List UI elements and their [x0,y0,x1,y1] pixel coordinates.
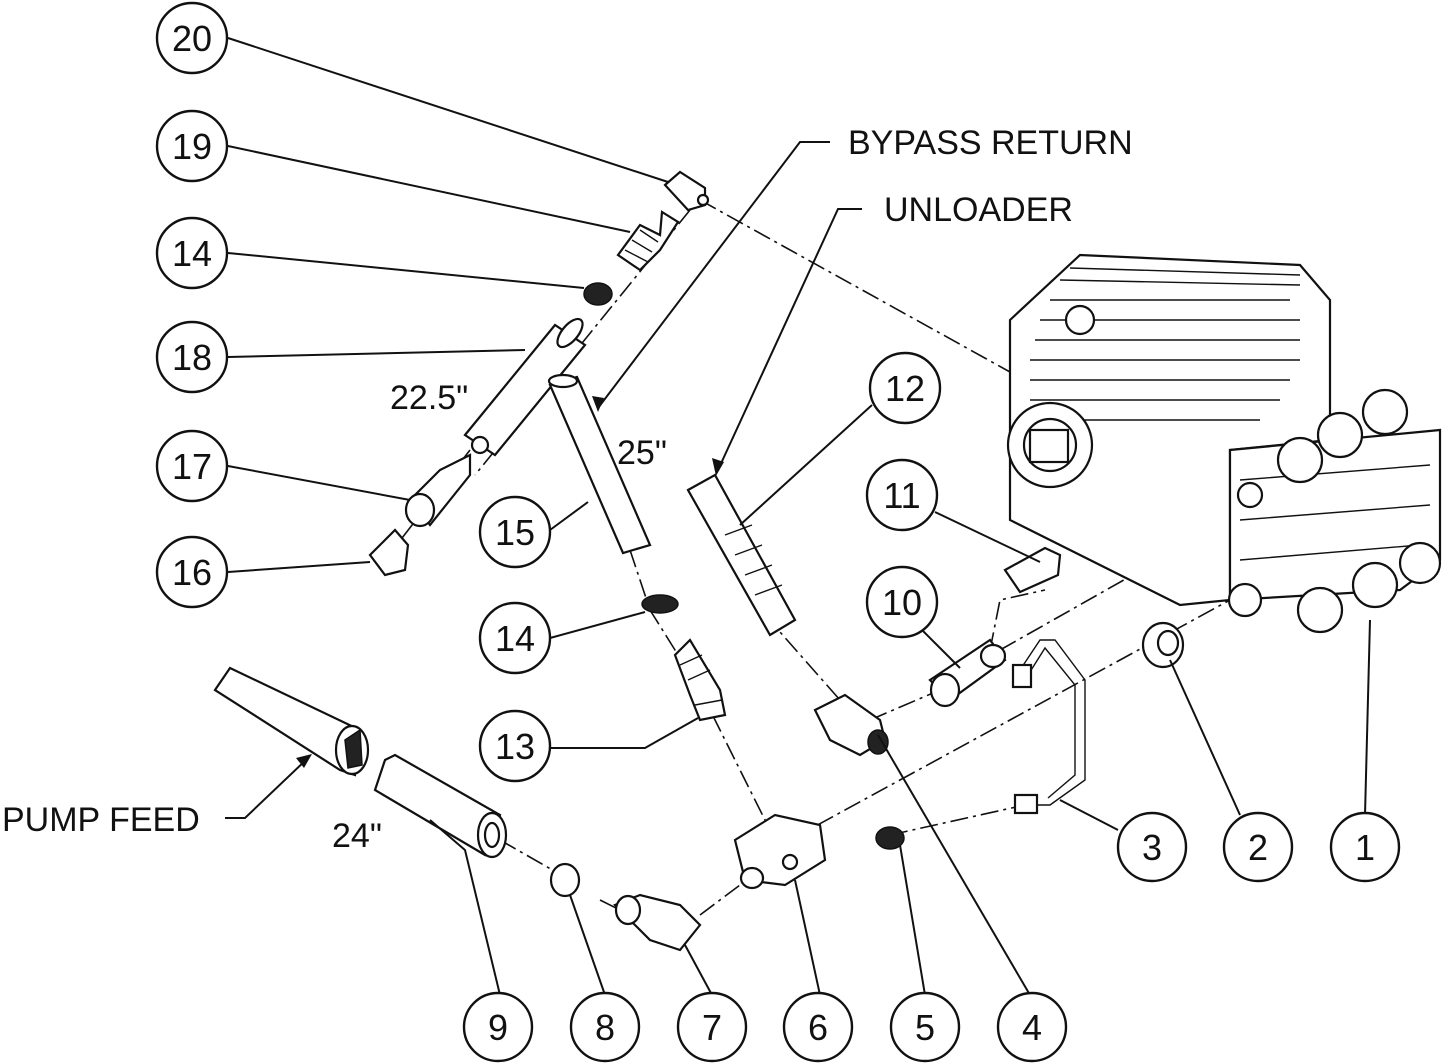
balloon-8: 8 [569,991,641,1063]
part-15-hose [547,373,652,555]
svg-text:4: 4 [1022,1007,1042,1048]
balloon-6: 6 [782,991,854,1063]
balloon-9: 9 [462,991,534,1063]
svg-text:7: 7 [702,1007,722,1048]
label-unloader: UNLOADER [884,191,1073,229]
svg-text:9: 9 [488,1007,508,1048]
svg-text:18: 18 [172,337,212,378]
svg-text:1: 1 [1355,827,1375,868]
part-12-unloader-hose [686,473,797,637]
part-18-hose [463,317,587,457]
svg-text:14: 14 [495,618,535,659]
svg-text:6: 6 [808,1007,828,1048]
part-10-tee [928,638,1007,708]
part-3-tube [1011,639,1086,815]
svg-text:12: 12 [885,368,925,409]
svg-text:17: 17 [172,446,212,487]
dimension-hose-9: 24" [332,817,382,855]
balloon-1: 1 [1329,811,1401,883]
balloon-13: 13 [478,709,552,783]
part-16-plug [368,528,410,577]
balloon-11: 11 [865,458,939,532]
part-5-fitting [875,826,905,850]
svg-text:15: 15 [495,512,535,553]
part-20-fitting [663,170,710,212]
part-17-coupler [404,453,472,528]
svg-text:8: 8 [595,1007,615,1048]
part-4-elbow [813,693,889,757]
part-7-elbow [613,893,702,952]
balloon-19: 19 [155,109,229,183]
svg-text:19: 19 [172,126,212,167]
svg-text:16: 16 [172,552,212,593]
balloon-4: 4 [996,991,1068,1063]
pump-feed-hose [213,666,370,777]
label-pump-feed: PUMP FEED [2,801,200,839]
part-6-tee-block [733,813,827,890]
svg-text:3: 3 [1142,827,1162,868]
svg-text:5: 5 [915,1007,935,1048]
part-13-barb [673,638,727,722]
balloon-7: 7 [676,991,748,1063]
dimension-hose-15: 25" [617,434,667,472]
label-bypass-return: BYPASS RETURN [848,124,1133,162]
svg-text:14: 14 [172,233,212,274]
leader-lines [225,37,1371,996]
balloon-3: 3 [1116,811,1188,883]
part-11-nipple [1003,546,1062,594]
part-9-hose [373,753,508,859]
balloon-18: 18 [155,320,229,394]
part-19-barb [616,210,680,272]
balloon-16: 16 [155,535,229,609]
part-2-nut [1141,621,1185,669]
balloon-17: 17 [155,429,229,503]
svg-text:11: 11 [883,475,920,516]
part-8-clamp [549,862,581,898]
balloon-10: 10 [865,565,939,639]
part-14-clamp-top [583,282,613,306]
svg-text:13: 13 [495,726,535,767]
balloon-15: 15 [478,495,552,569]
balloon-12: 12 [868,351,942,425]
pump-assembly [1006,253,1442,634]
balloon-14-top: 14 [155,216,229,290]
balloon-20: 20 [155,1,229,75]
balloon-5: 5 [889,991,961,1063]
balloon-2: 2 [1222,811,1294,883]
svg-text:20: 20 [172,18,212,59]
svg-text:10: 10 [882,582,922,623]
svg-text:2: 2 [1248,827,1268,868]
dimension-hose-18: 22.5" [390,379,468,417]
balloon-14-mid: 14 [478,601,552,675]
part-14-clamp-mid [641,594,679,614]
